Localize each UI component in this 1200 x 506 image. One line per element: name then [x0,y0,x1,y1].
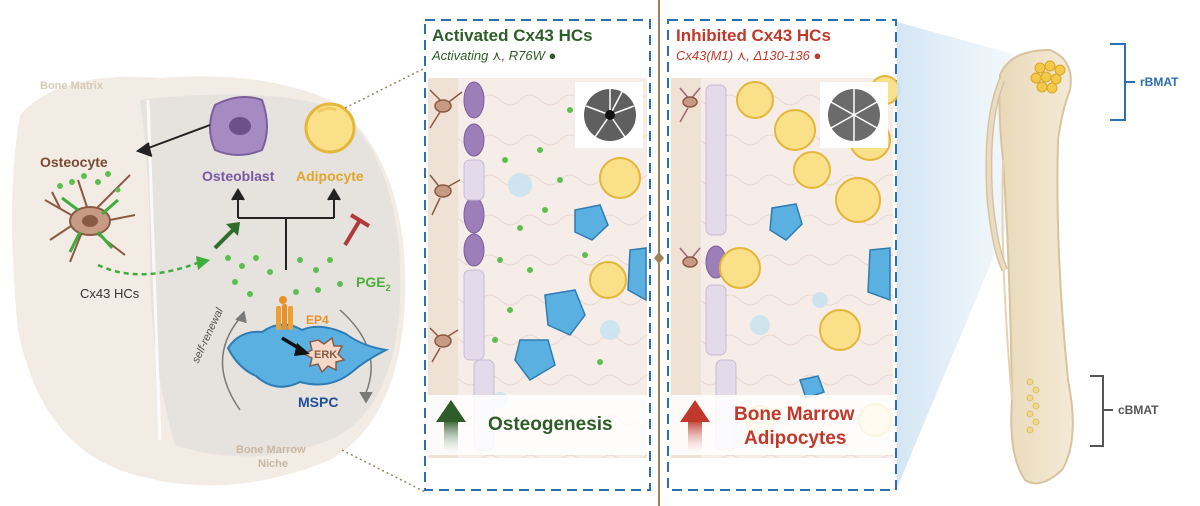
cbmat-label: cBMAT [1118,403,1159,417]
pge2-main-text: PGE [356,274,386,290]
activated-subtitle-model: Activating [432,48,489,63]
activated-subtitle-mutant: , R76W [501,48,545,63]
inhibit-arrow-icon [343,213,371,247]
inhibited-subtitle-mutant: , Δ130-136 [746,48,810,63]
pge2-label: PGE2 [356,274,391,293]
niche-label-line2: Niche [258,458,288,470]
pge2-dots [225,255,343,297]
cx43-hcs-label: Cx43 HCs [80,286,140,301]
mouse-icon: ● [813,48,822,63]
bone-icon: ⋏ [736,48,747,63]
adipocyte-label: Adipocyte [296,168,364,184]
osteoblast-cell [209,95,268,156]
inhibited-subtitle-model: Cx43(M1) [676,48,734,63]
osteogenesis-label: Osteogenesis [488,414,613,435]
rbmat-fat-cluster [1030,60,1066,94]
differentiation-arrows [135,124,341,270]
mspc-label: MSPC [298,394,339,410]
adipocytes-label-line1: Bone Marrow [734,404,855,425]
hemichannel-closed-icon [820,82,888,148]
long-bone-illustration [897,22,1135,488]
pge2-release-arrow [97,256,210,276]
inhibited-panel [667,19,900,491]
niche-label-line1: Bone Marrow [236,444,306,456]
osteoblast-label: Osteoblast [202,168,275,184]
stimulate-arrow-icon [213,222,240,250]
ep4-receptor [276,296,293,330]
erk-label: ERK [314,349,338,361]
ep4-label: EP4 [306,313,329,327]
zoom-connector-lines [341,67,426,493]
hemichannel-open-icon [575,82,643,148]
panel-divider [654,0,664,506]
adipocyte-cell [304,102,356,154]
inhibited-subtitle: Cx43(M1) ⋏, Δ130-136 ● [676,48,821,64]
activated-subtitle: Activating ⋏, R76W ● [432,48,556,64]
osteogenesis-outcome-box [428,395,647,455]
up-arrow-red-icon [680,400,710,454]
activated-title: Activated Cx43 HCs [432,26,593,45]
up-arrow-green-icon [436,400,466,454]
cbmat-fat-cluster [1026,378,1040,434]
rbmat-bracket [1110,43,1135,121]
activated-panel [424,19,651,491]
adipocytes-label-line2: Adipocytes [744,428,847,449]
adipocytes-outcome-box [671,395,893,455]
pge2-subscript: 2 [385,282,391,293]
cbmat-bracket [1090,375,1113,447]
osteocyte-label: Osteocyte [40,154,108,170]
mouse-icon: ● [548,48,557,63]
osteocyte-cell [44,171,136,263]
rbmat-label: rBMAT [1140,75,1179,89]
bone-icon: ⋏ [492,48,502,63]
bone-matrix-label: Bone Matrix [40,80,103,92]
signal-arrow-icon [281,336,310,356]
inhibited-title: Inhibited Cx43 HCs [676,26,831,45]
